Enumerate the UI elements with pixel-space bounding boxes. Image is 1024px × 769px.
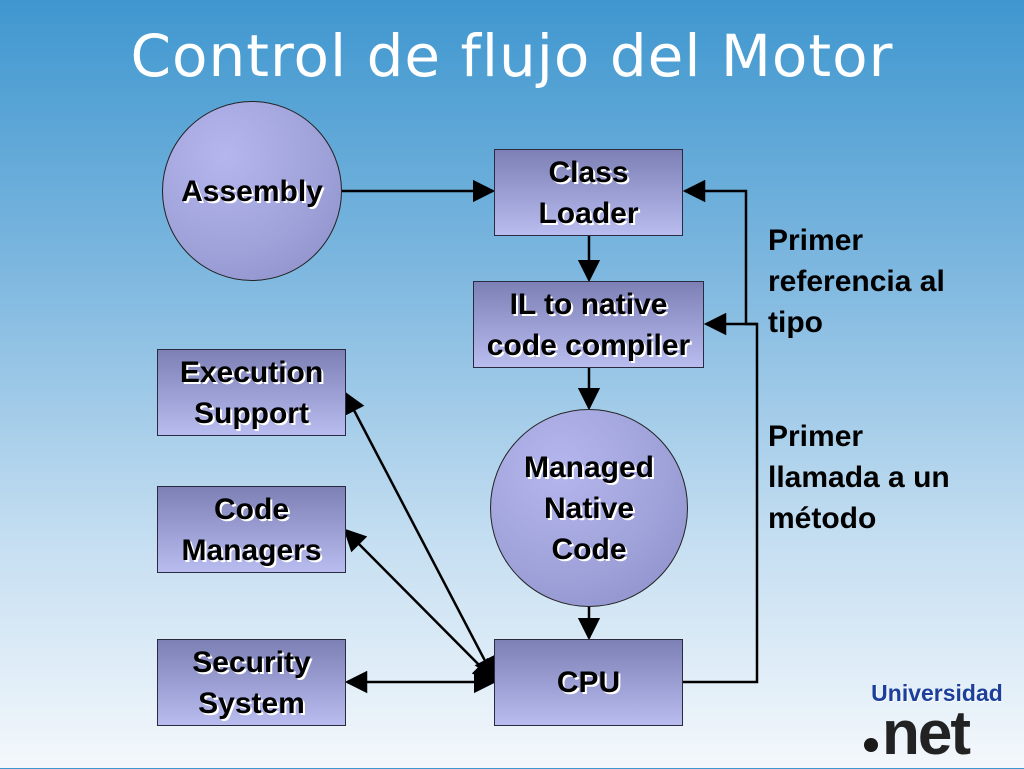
execution-support-label: Execution Support xyxy=(179,355,324,430)
il-compiler-label: IL to native code compiler xyxy=(486,287,691,362)
execution-support-node: Execution Support xyxy=(157,349,346,436)
universidad-net-logo: Universidad net xyxy=(862,680,1012,768)
il-compiler-node: IL to native code compiler xyxy=(473,281,704,368)
managed-native-code-label: Managed Native Code xyxy=(523,450,655,566)
arrow-cpu-code-managers xyxy=(343,528,496,682)
logo-net-text: net xyxy=(882,699,971,768)
cpu-node: CPU xyxy=(494,639,683,726)
code-managers-label: Code Managers xyxy=(181,492,322,567)
first-method-call-note: Primer llamada a un método xyxy=(768,420,950,535)
cpu-label: CPU xyxy=(556,666,621,699)
feedback-cpu-to-class-loader xyxy=(682,179,759,684)
class-loader-label: Class Loader xyxy=(538,155,639,230)
security-system-label: Security System xyxy=(192,645,311,720)
security-system-node: Security System xyxy=(157,639,346,726)
logo-dot-icon xyxy=(864,738,878,752)
assembly-node: Assembly xyxy=(162,101,342,281)
assembly-label: Assembly xyxy=(181,174,323,208)
code-managers-node: Code Managers xyxy=(157,486,346,573)
arrow-cpu-execution-support xyxy=(343,391,496,680)
first-type-reference-note: Primer referencia al tipo xyxy=(768,224,945,339)
class-loader-node: Class Loader xyxy=(494,149,683,236)
managed-native-code-node: Managed Native Code xyxy=(490,409,688,607)
slide-title: Control de flujo del Motor xyxy=(130,22,894,90)
logo-universidad-text: Universidad xyxy=(871,680,1003,706)
